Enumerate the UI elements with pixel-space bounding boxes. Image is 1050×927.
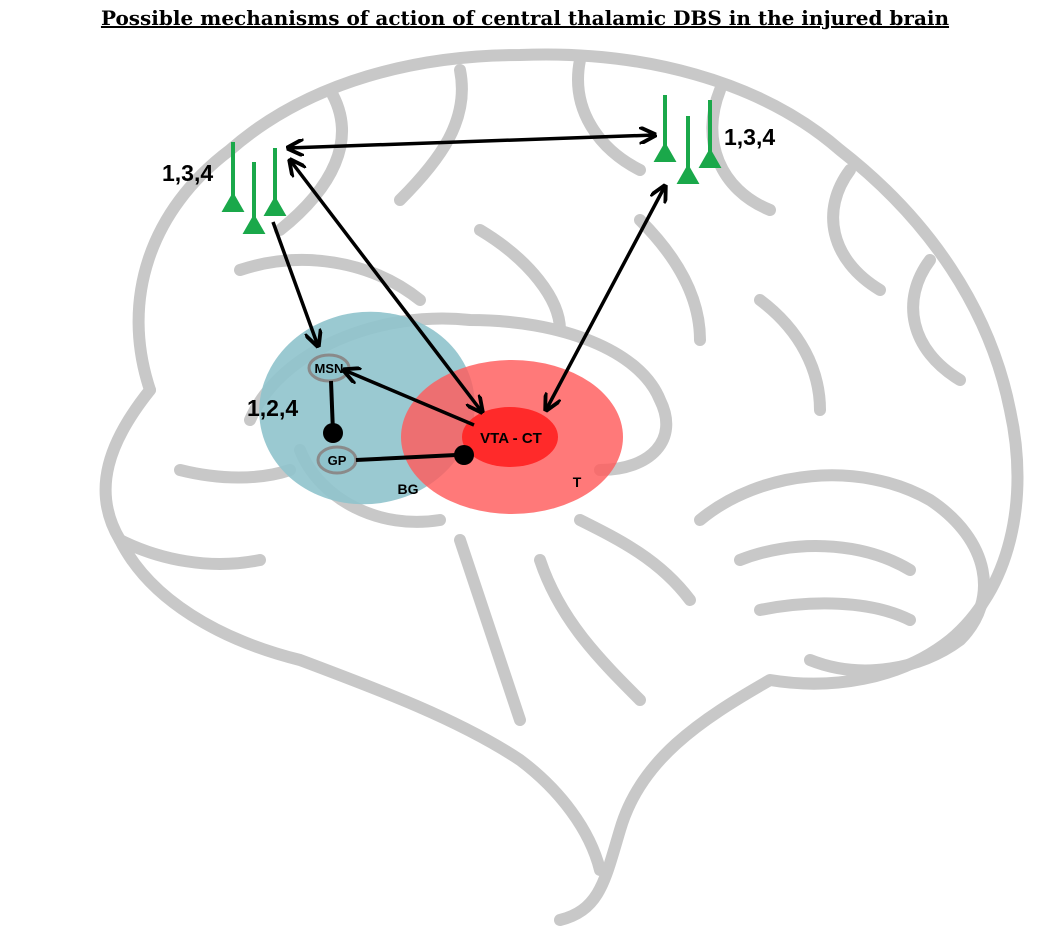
gp-label: GP: [328, 453, 347, 468]
msn-label: MSN: [315, 361, 344, 376]
gp-to-vta-connection: [355, 453, 457, 462]
right-pyramidal-neurons: [653, 95, 722, 184]
left-cortex-msn-arrow: [271, 221, 318, 346]
connection-arrows: [271, 135, 665, 427]
right-cortex-vta-arrow: [546, 186, 665, 410]
vta-ct-label: VTA - CT: [480, 430, 542, 447]
left-cortex-vta-arrow: [290, 160, 482, 412]
vta-msn-arrow: [344, 370, 475, 427]
msn-gp-terminal: [323, 423, 343, 443]
left-pyramidal-neurons: [221, 142, 287, 234]
right-cortex-label: 1,3,4: [724, 124, 775, 150]
diagram-title: Possible mechanisms of action of central…: [100, 6, 950, 30]
t-label: T: [573, 474, 582, 490]
left-cortex-label: 1,3,4: [162, 160, 213, 186]
gp-vta-terminal: [454, 445, 474, 465]
bg-label: BG: [398, 481, 419, 497]
striatal-label: 1,2,4: [247, 395, 298, 421]
vta-ct-core: [462, 407, 558, 467]
cortex-cortex-arrow: [288, 135, 655, 148]
